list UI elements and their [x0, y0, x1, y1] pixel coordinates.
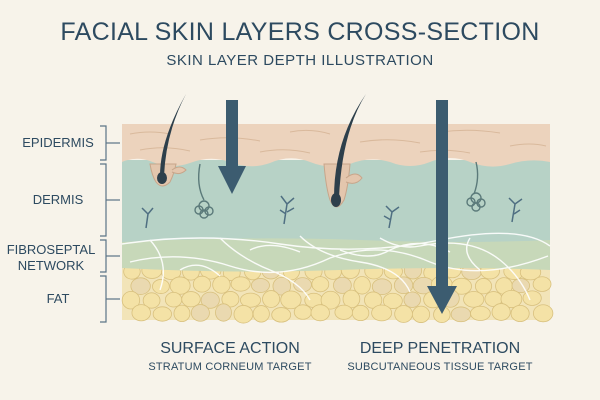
fat-cell [173, 304, 191, 323]
fat-cell [371, 278, 393, 296]
fat-cell [320, 290, 341, 310]
deep-penetration-arrow [427, 100, 457, 314]
epidermis-layer [122, 124, 550, 167]
caption-deep-penetration: DEEP PENETRATION SUBCUTANEOUS TISSUE TAR… [330, 340, 550, 373]
layer-label-fibroseptal-line2: NETWORK [17, 258, 85, 273]
fat-cell [333, 276, 352, 294]
surface-action-arrow [218, 100, 246, 194]
fat-cell [463, 291, 485, 308]
layer-label-fibroseptal: FIBROSEPTAL NETWORK [4, 242, 98, 274]
fat-cell [130, 277, 151, 295]
fat-cell [475, 278, 493, 295]
fat-cell [310, 304, 330, 322]
hair-follicle-left [149, 94, 187, 187]
fat-cell [121, 291, 141, 310]
fat-cell [280, 290, 302, 310]
fat-cell [190, 304, 210, 322]
layer-brackets [100, 125, 120, 323]
fat-cell [293, 304, 312, 320]
fat-cell [271, 307, 292, 323]
fat-cell [181, 291, 201, 308]
fat-cell [252, 305, 270, 323]
fat-cell [522, 290, 542, 306]
caption-surface-sub: STRATUM CORNEUM TARGET [148, 361, 312, 373]
caption-surface-action: SURFACE ACTION STRATUM CORNEUM TARGET [130, 340, 330, 373]
fat-cell [532, 304, 554, 323]
fat-cell [230, 276, 251, 292]
layer-label-fat: FAT [46, 291, 70, 306]
fat-cell [250, 278, 270, 293]
fat-cell [334, 304, 354, 320]
hair-follicle-right [323, 94, 366, 208]
fat-cell [353, 276, 371, 295]
fat-cell [164, 291, 183, 308]
layer-label-fibroseptal-line1: FIBROSEPTAL [6, 242, 96, 257]
fat-cell [212, 275, 231, 294]
sweat-gland-left [194, 163, 214, 219]
caption-deep-heading: DEEP PENETRATION [359, 340, 521, 357]
fat-cell [215, 303, 232, 322]
fibroseptal-network-lines [121, 232, 551, 301]
fat-cell [311, 276, 330, 293]
fat-cell [262, 290, 281, 308]
fat-cell [351, 304, 370, 322]
fat-cell [411, 305, 431, 323]
hair-strand-left [160, 94, 186, 176]
fat-cell [221, 291, 240, 308]
page-subtitle: SKIN LAYER DEPTH ILLUSTRATION [166, 52, 434, 69]
fat-cell [382, 292, 403, 309]
fat-cell [142, 292, 161, 309]
fat-cell [131, 304, 151, 322]
sweat-gland-right [466, 161, 486, 212]
fat-cell [403, 291, 421, 308]
layer-label-dermis: DERMIS [32, 192, 84, 207]
fat-cell [394, 305, 413, 323]
fat-cell [239, 292, 262, 308]
fat-cell [470, 305, 491, 321]
fat-cell [200, 291, 220, 309]
fat-cell [233, 305, 254, 324]
fat-cell [192, 275, 212, 293]
fat-cell [169, 276, 191, 295]
fat-cell [491, 303, 511, 321]
nerve-branches [141, 195, 523, 229]
fat-cell [371, 304, 393, 322]
caption-deep-sub: SUBCUTANEOUS TISSUE TARGET [347, 361, 533, 373]
page-title: FACIAL SKIN LAYERS CROSS-SECTION [60, 18, 540, 46]
fat-cell [342, 289, 361, 309]
fat-cell [532, 276, 552, 292]
fat-cell [500, 290, 523, 309]
caption-surface-heading: SURFACE ACTION [160, 340, 300, 357]
hair-strand-right [334, 94, 366, 198]
layer-label-epidermis: EPIDERMIS [22, 135, 94, 150]
fat-cell [293, 277, 312, 293]
fat-cell [510, 304, 530, 322]
fat-cell [450, 306, 472, 323]
fat-cell [152, 306, 172, 322]
